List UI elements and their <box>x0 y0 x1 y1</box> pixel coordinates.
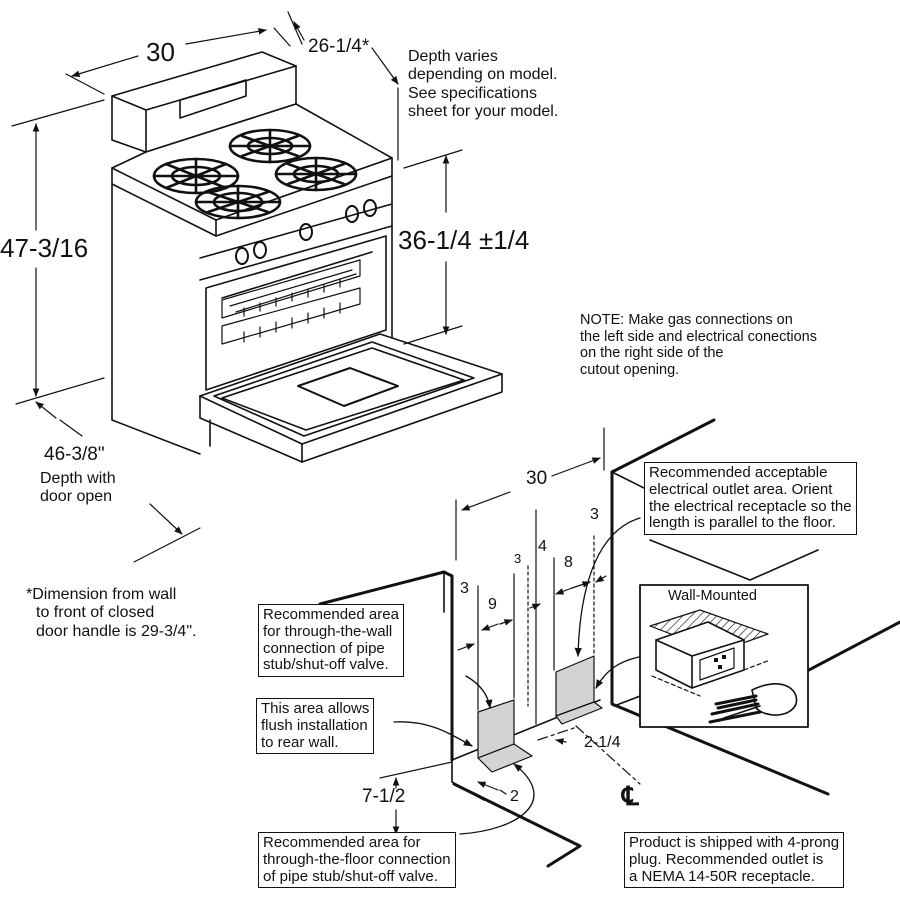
gas-connection-note: NOTE: Make gas connections on the left s… <box>580 312 817 379</box>
dim-9: 9 <box>488 596 497 613</box>
flush-installation-callout: This area allows flush installation to r… <box>256 698 375 755</box>
cutout-width-dimension: 30 <box>526 468 548 489</box>
through-wall-callout: Recommended area for through-the-wall co… <box>258 604 404 678</box>
plug-callout: Product is shipped with 4-prong plug. Re… <box>624 832 845 889</box>
dim-3-small: 3 <box>514 551 522 566</box>
wall-mounted-label: Wall-Mounted <box>668 588 757 604</box>
footnote: *Dimension from wall to front of closed … <box>26 586 197 640</box>
shaded-areas <box>477 655 603 773</box>
dim-3-right: 3 <box>590 506 599 523</box>
dim-8: 8 <box>564 554 573 571</box>
dim-4: 4 <box>538 538 547 555</box>
dim-2: 2 <box>510 788 519 805</box>
callout-leaders <box>393 517 645 835</box>
electrical-outlet-callout: Recommended acceptable electrical outlet… <box>644 462 857 536</box>
centerline-symbol: ℄ <box>622 782 639 811</box>
dim-3-left: 3 <box>460 580 469 597</box>
dim-2-1-4: 2-1/4 <box>584 734 621 751</box>
cutout-dimension-lines <box>379 427 641 835</box>
width-dimension: 30 <box>146 37 175 67</box>
through-floor-callout: Recommended area for through-the-floor c… <box>258 832 456 889</box>
height-dimension: 47-3/16 <box>0 233 89 263</box>
dim-7-1-2: 7-1/2 <box>362 786 406 807</box>
cooktop-height-dimension: 36-1/4 ±1/4 <box>398 225 530 255</box>
open-depth-dimension: 46-3/8" <box>44 444 105 465</box>
open-depth-caption: Depth with door open <box>40 470 116 506</box>
wall-mounted-inset <box>639 584 809 728</box>
depth-dimension: 26-1/4* <box>308 36 370 57</box>
depth-note: Depth varies depending on model. See spe… <box>408 48 559 121</box>
range-illustration <box>111 51 503 463</box>
range-dimension-lines <box>11 11 463 563</box>
